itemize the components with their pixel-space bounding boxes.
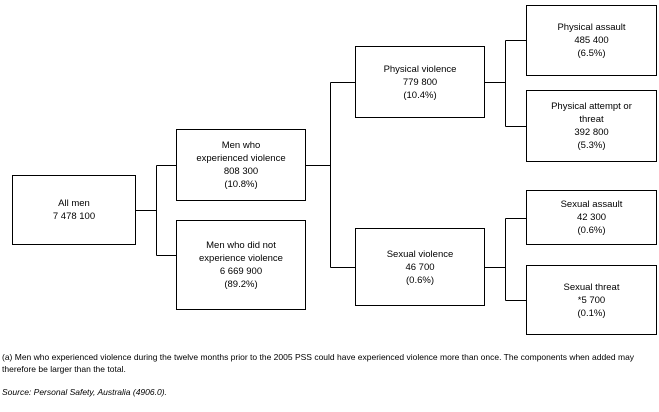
node-physical-attempt-or-threat-label-line1: Physical attempt or [551, 101, 632, 112]
node-physical-violence: Physical violence 779 800 (10.4%) [355, 46, 485, 118]
node-physical-attempt-or-threat-value: 392 800 [574, 127, 609, 138]
node-physical-attempt-or-threat: Physical attempt or threat 392 800 (5.3%… [526, 90, 657, 162]
flowchart-diagram: All men 7 478 100 Men who experienced vi… [12, 5, 657, 335]
node-sexual-threat-percent: (0.1%) [577, 307, 606, 319]
node-physical-attempt-or-threat-label-line2: threat [579, 114, 604, 125]
node-all-men: All men 7 478 100 [12, 175, 136, 245]
connector-all-men-to-split [136, 155, 178, 267]
node-physical-violence-value: 779 800 [402, 76, 438, 88]
node-sexual-assault-label: Sexual assault [560, 199, 623, 210]
node-men-not-experienced-violence-label-line1: Men who did not [206, 240, 276, 251]
node-sexual-assault-value: 42 300 [576, 212, 607, 223]
node-men-experienced-violence-label-line1: Men who [221, 140, 261, 151]
node-sexual-threat-value: *5 700 [577, 294, 606, 306]
node-men-experienced-violence-percent: (10.8%) [224, 179, 258, 190]
node-men-experienced-violence: Men who experienced violence 808 300 (10… [176, 129, 306, 201]
node-sexual-violence-value: 46 700 [405, 261, 435, 273]
node-sexual-violence-percent: (0.6%) [406, 274, 434, 286]
node-men-not-experienced-violence-percent: (89.2%) [224, 279, 258, 290]
connector-sexual-violence-to-split [484, 214, 527, 307]
node-men-not-experienced-violence-label-line2: experience violence [199, 253, 283, 264]
node-physical-violence-percent: (10.4%) [403, 89, 437, 101]
node-sexual-assault-percent: (0.6%) [577, 225, 606, 236]
node-physical-attempt-or-threat-percent: (5.3%) [577, 140, 606, 151]
node-sexual-violence-label: Sexual violence [386, 248, 454, 260]
node-physical-assault: Physical assault 485 400 (6.5%) [526, 5, 657, 76]
node-men-not-experienced-violence-value: 6 669 900 [219, 266, 263, 277]
node-all-men-value: 7 478 100 [52, 211, 96, 222]
node-physical-assault-label: Physical assault [557, 22, 626, 33]
source-line: Source: Personal Safety, Australia (4906… [2, 387, 167, 397]
node-physical-assault-value: 485 400 [574, 35, 609, 46]
node-men-experienced-violence-label-line2: experienced violence [196, 153, 286, 164]
connector-physical-violence-to-split [484, 34, 527, 133]
footnote-a: (a) Men who experienced violence during … [2, 352, 635, 374]
node-physical-violence-label: Physical violence [383, 63, 457, 75]
node-physical-assault-percent: (6.5%) [577, 48, 606, 59]
node-all-men-label: All men [58, 198, 90, 209]
node-sexual-threat-label: Sexual threat [563, 281, 620, 293]
node-sexual-assault: Sexual assault 42 300 (0.6%) [526, 190, 657, 245]
connector-experienced-to-split [305, 70, 357, 270]
node-men-not-experienced-violence: Men who did not experience violence 6 66… [176, 220, 306, 310]
node-sexual-violence: Sexual violence 46 700 (0.6%) [355, 228, 485, 306]
node-sexual-threat: Sexual threat *5 700 (0.1%) [526, 265, 657, 335]
footnotes: (a) Men who experienced violence during … [2, 352, 657, 399]
node-men-experienced-violence-value: 808 300 [223, 166, 259, 177]
